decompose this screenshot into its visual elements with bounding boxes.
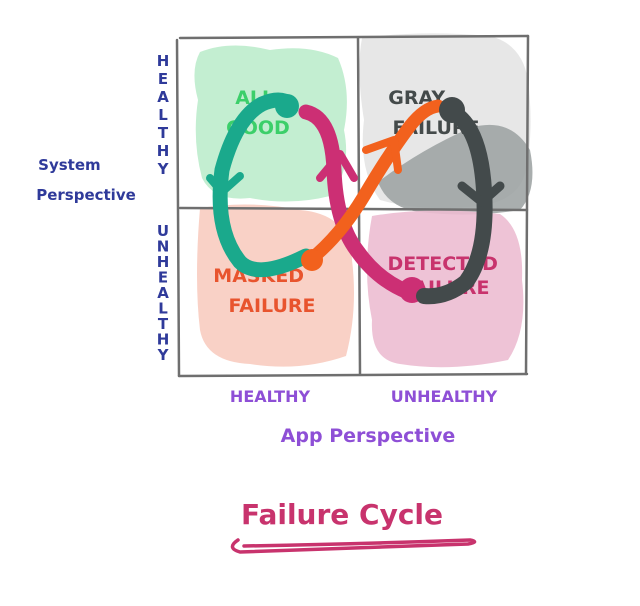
magenta-arrowhead [316,150,358,182]
teal-arrowhead [206,172,244,196]
charcoal-start-dot [439,97,465,123]
y-axis-healthy-letter: T [158,124,169,142]
y-axis-unhealthy-letter: E [158,269,168,287]
y-axis-unhealthy-letter: U [157,222,169,240]
orange-start-dot [301,249,323,271]
y-axis-healthy-letter: E [158,70,168,88]
orange-stroke [303,99,445,267]
y-axis-healthy-letter: H [157,52,170,70]
y-axis-unhealthy-letter: L [158,300,168,318]
system-perspective-label: System Perspective [36,156,136,204]
teal-stroke [212,92,314,278]
y-axis-healthy-letter: Y [157,160,170,178]
x-axis-unhealthy-label: UNHEALTHY [391,387,498,406]
teal-start-dot [275,94,299,118]
y-axis-unhealthy-letter: T [158,315,169,333]
y-axis-healthy-letter: A [157,88,169,106]
magenta-stroke [298,104,416,300]
system-perspective-line-1: System [38,156,100,174]
title-underline [230,538,477,554]
grid-top-border [178,34,530,40]
charcoal-arrowhead [457,181,505,207]
y-axis-healthy-letter: L [158,106,168,124]
grid-right-border [524,34,530,376]
masked-failure-line-2: FAILURE [228,295,315,317]
x-axis-healthy-label: HEALTHY [230,387,311,406]
all-good-wash [194,45,347,202]
grid-bottom-border [177,372,529,378]
app-perspective-label: App Perspective [281,425,456,447]
orange-arrowhead [362,136,402,174]
y-axis-unhealthy-letter: A [157,284,169,302]
system-perspective-line-2: Perspective [36,186,136,204]
y-axis-unhealthy-letter: Y [157,346,170,364]
charcoal-stroke [416,104,493,305]
y-axis-unhealthy-letter: H [157,331,170,349]
failure-cycle-loop [206,92,505,305]
grid-left-border [175,38,181,378]
diagram-title: Failure Cycle [241,498,443,531]
y-axis-unhealthy-letter: H [157,253,170,271]
y-axis-unhealthy-letter: N [157,238,170,256]
y-axis-healthy-letter: H [157,142,170,160]
